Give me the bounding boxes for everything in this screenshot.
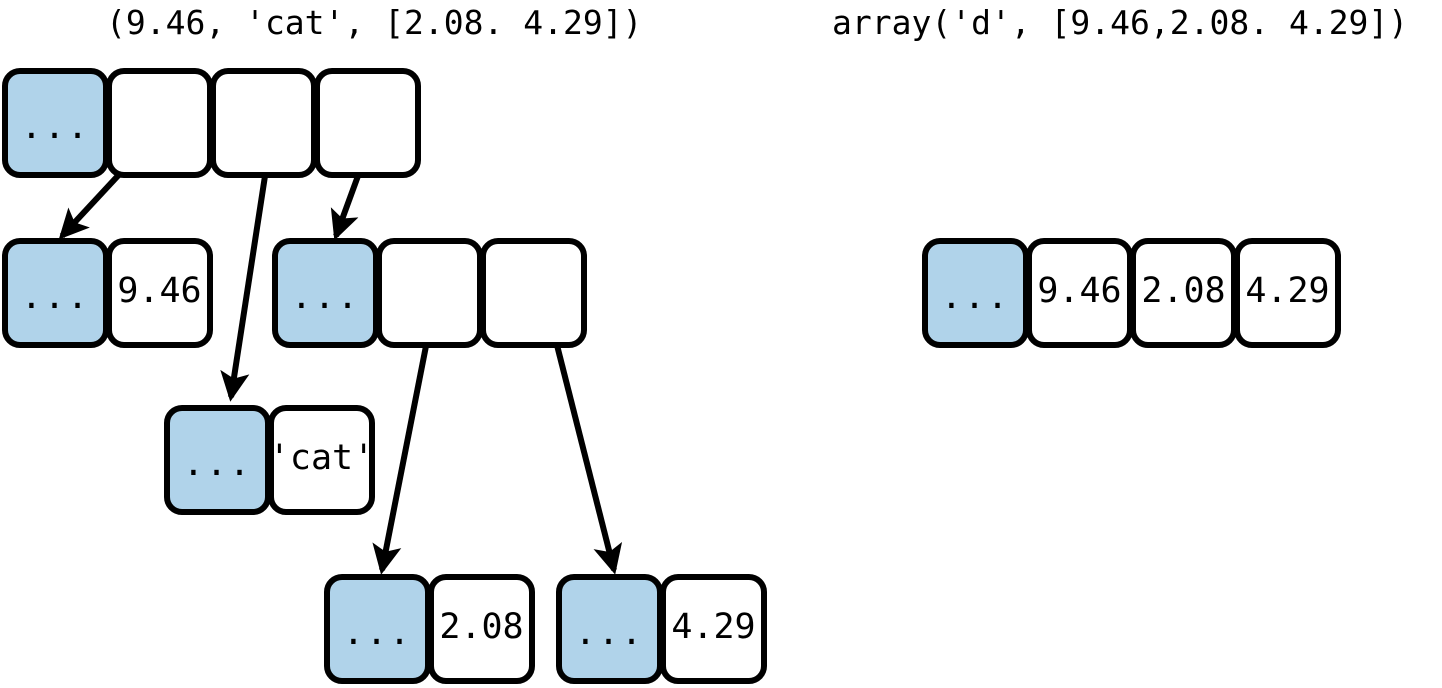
cell-label: 4.29 <box>1245 271 1330 311</box>
cell-label: ... <box>20 277 91 317</box>
cell-label: ... <box>574 613 645 653</box>
pointer-cell-list-root: ... <box>272 238 379 348</box>
cell-label: ... <box>342 613 413 653</box>
cell-label: 9.46 <box>117 271 202 311</box>
value-cell-float-9-46-1: 9.46 <box>106 238 213 348</box>
pointer-cell-tuple-root: ... <box>2 68 109 178</box>
cell-label: 4.29 <box>671 607 756 647</box>
pointer-cell-float-4-29: ... <box>556 574 663 684</box>
box-group-float-4-29: ... 4.29 <box>556 574 767 684</box>
left-structure-title: (9.46, 'cat', [2.08. 4.29]) <box>106 3 643 42</box>
cell-label: 9.46 <box>1037 271 1122 311</box>
cell-label: 'cat' <box>268 438 375 478</box>
empty-slot-cell-tuple-root-3 <box>314 68 421 178</box>
empty-slot-cell-list-root-2 <box>480 238 587 348</box>
box-group-tuple-root: ... <box>2 68 421 178</box>
cell-label: ... <box>182 444 253 484</box>
box-group-float-9-46: ... 9.46 <box>2 238 213 348</box>
box-group-list-root: ... <box>272 238 587 348</box>
cell-label: 2.08 <box>1141 271 1226 311</box>
pointer-cell-float-9-46: ... <box>2 238 109 348</box>
empty-slot-cell-tuple-root-2 <box>210 68 317 178</box>
cell-label: ... <box>290 277 361 317</box>
value-cell-float-4-29-1: 4.29 <box>660 574 767 684</box>
box-group-str-cat: ... 'cat' <box>164 405 375 515</box>
cell-label: 2.08 <box>439 607 524 647</box>
pointer-cell-array-root: ... <box>922 238 1029 348</box>
value-cell-array-root-3: 4.29 <box>1234 238 1341 348</box>
value-cell-float-2-08-1: 2.08 <box>428 574 535 684</box>
cell-label: ... <box>940 277 1011 317</box>
value-cell-str-cat-1: 'cat' <box>268 405 375 515</box>
value-cell-array-root-2: 2.08 <box>1130 238 1237 348</box>
box-group-float-2-08: ... 2.08 <box>324 574 535 684</box>
empty-slot-cell-list-root-1 <box>376 238 483 348</box>
empty-slot-cell-tuple-root-1 <box>106 68 213 178</box>
cell-label: ... <box>20 107 91 147</box>
pointer-cell-float-2-08: ... <box>324 574 431 684</box>
value-cell-array-root-1: 9.46 <box>1026 238 1133 348</box>
box-group-array-root: ... 9.46 2.08 4.29 <box>922 238 1341 348</box>
pointer-cell-str-cat: ... <box>164 405 271 515</box>
right-structure-title: array('d', [9.46,2.08. 4.29]) <box>832 3 1409 42</box>
